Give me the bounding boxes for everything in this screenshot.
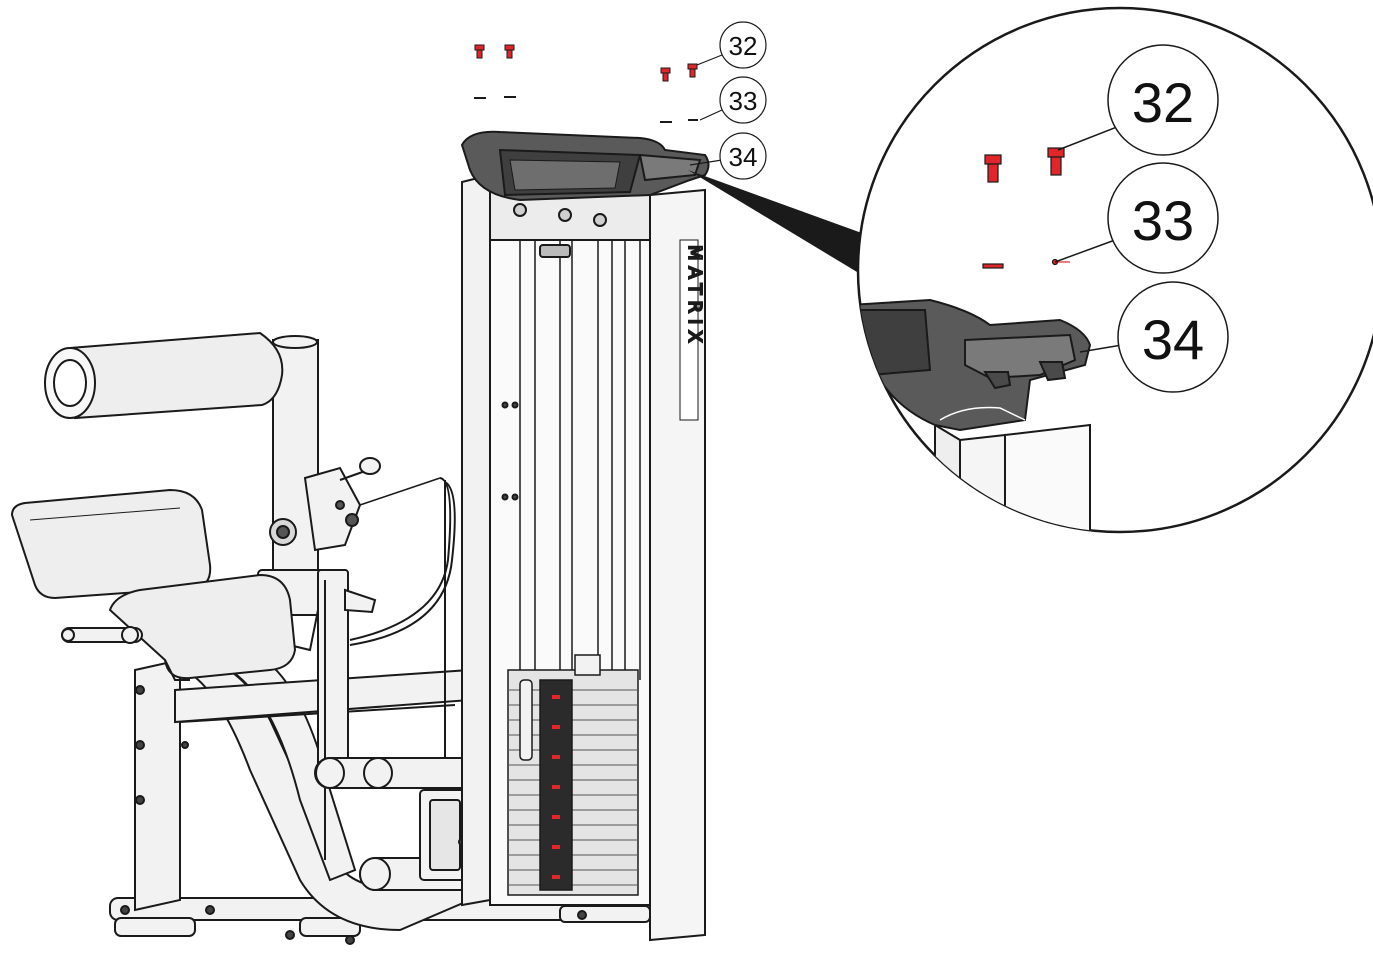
seat-handle-bar [61, 626, 143, 644]
callouts-detail: 32 33 34 [1054, 44, 1229, 393]
detail-callout-32-circle [1107, 44, 1219, 156]
callouts-main: 32 33 34 [689, 21, 767, 180]
detail-callout-34-label: 34 [1142, 308, 1204, 371]
bolt-icon [474, 44, 698, 82]
brand-label: MATRIX [684, 245, 705, 349]
detail-callout-34-circle [1117, 281, 1229, 393]
seat-pad [10, 488, 297, 681]
detail-callout-32-label: 32 [1132, 71, 1194, 134]
adjustment-knob [303, 457, 441, 614]
callout-32-label: 32 [729, 31, 758, 61]
washer-icon [474, 96, 698, 123]
callout-33-circle [719, 76, 767, 124]
detail-leader [688, 170, 870, 275]
detail-view: 32 33 34 [856, 6, 1373, 534]
callout-32-circle [719, 21, 767, 69]
callout-33-label: 33 [729, 86, 758, 116]
callout-34-circle [719, 132, 767, 180]
bolt-icon [984, 147, 1065, 183]
callout-34-label: 34 [729, 142, 758, 172]
detail-callout-33-circle [1107, 162, 1219, 274]
back-roller-pad [44, 331, 284, 420]
hardware-main [474, 44, 698, 123]
top-shroud [460, 130, 710, 202]
seat-frame [134, 658, 471, 932]
weight-stack [507, 654, 639, 896]
detail-callout-33-label: 33 [1132, 189, 1194, 252]
